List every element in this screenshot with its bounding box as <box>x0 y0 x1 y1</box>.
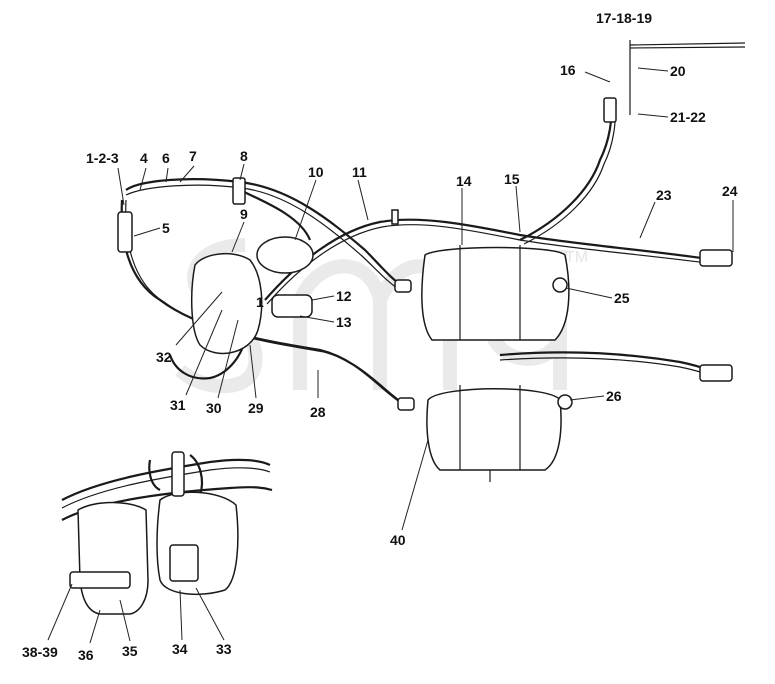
callout-33: 33 <box>216 641 232 657</box>
coupling-right <box>394 279 412 293</box>
callout-15: 15 <box>504 171 520 187</box>
callout-4: 4 <box>140 150 148 166</box>
callout-28: 28 <box>310 404 326 420</box>
reservoir-10 <box>256 236 314 274</box>
tank-14-15 <box>421 246 570 341</box>
callout-21-22: 21-22 <box>670 109 706 125</box>
valve-1-2-3 <box>117 211 133 253</box>
upper-components <box>117 97 733 482</box>
callout-labels: 1-2-3 4 6 7 8 5 9 10 11 1 12 13 14 15 16… <box>22 10 738 663</box>
callout-6: 6 <box>162 150 170 166</box>
callout-1-small: 1 <box>256 294 264 310</box>
fitting-inset <box>171 451 185 497</box>
callout-9: 9 <box>240 206 248 222</box>
callout-11: 11 <box>352 164 367 180</box>
callout-13: 13 <box>336 314 352 330</box>
drain-25 <box>552 277 568 293</box>
callout-23: 23 <box>656 187 672 203</box>
tank-32 <box>190 252 263 355</box>
callout-8: 8 <box>240 148 248 164</box>
valve-34 <box>169 544 199 582</box>
callout-16: 16 <box>560 62 576 78</box>
callout-12: 12 <box>336 288 352 304</box>
valve-12 <box>271 294 313 318</box>
callout-24: 24 <box>722 183 738 199</box>
tank-36 <box>77 501 149 615</box>
callout-34: 34 <box>172 641 188 657</box>
callout-26: 26 <box>606 388 622 404</box>
callout-38-39: 38-39 <box>22 644 58 660</box>
watermark-tm: TM <box>565 249 588 266</box>
callout-20: 20 <box>670 63 686 79</box>
callout-14: 14 <box>456 173 472 189</box>
callout-10: 10 <box>308 164 324 180</box>
inset-assembly <box>61 451 273 615</box>
callout-1-2-3: 1-2-3 <box>86 150 119 166</box>
callout-31: 31 <box>170 397 186 413</box>
leader-lines <box>47 67 734 644</box>
coupling-16 <box>603 97 617 123</box>
coupling-26 <box>699 364 733 382</box>
clip-11 <box>391 209 399 225</box>
callout-5: 5 <box>162 220 170 236</box>
bracket-38-39 <box>69 571 131 589</box>
drain-26 <box>557 394 573 410</box>
callout-30: 30 <box>206 400 222 416</box>
fitting-8 <box>232 177 246 205</box>
coupling-23 <box>699 249 733 267</box>
callout-17-18-19: 17-18-19 <box>596 10 652 26</box>
callout-35: 35 <box>122 643 138 659</box>
callout-7: 7 <box>189 148 197 164</box>
callout-29: 29 <box>248 400 264 416</box>
callout-25: 25 <box>614 290 630 306</box>
callout-32: 32 <box>156 349 172 365</box>
callout-40: 40 <box>390 532 406 548</box>
callout-36: 36 <box>78 647 94 663</box>
coupling-lower <box>397 397 415 411</box>
tank-40 <box>426 388 562 471</box>
